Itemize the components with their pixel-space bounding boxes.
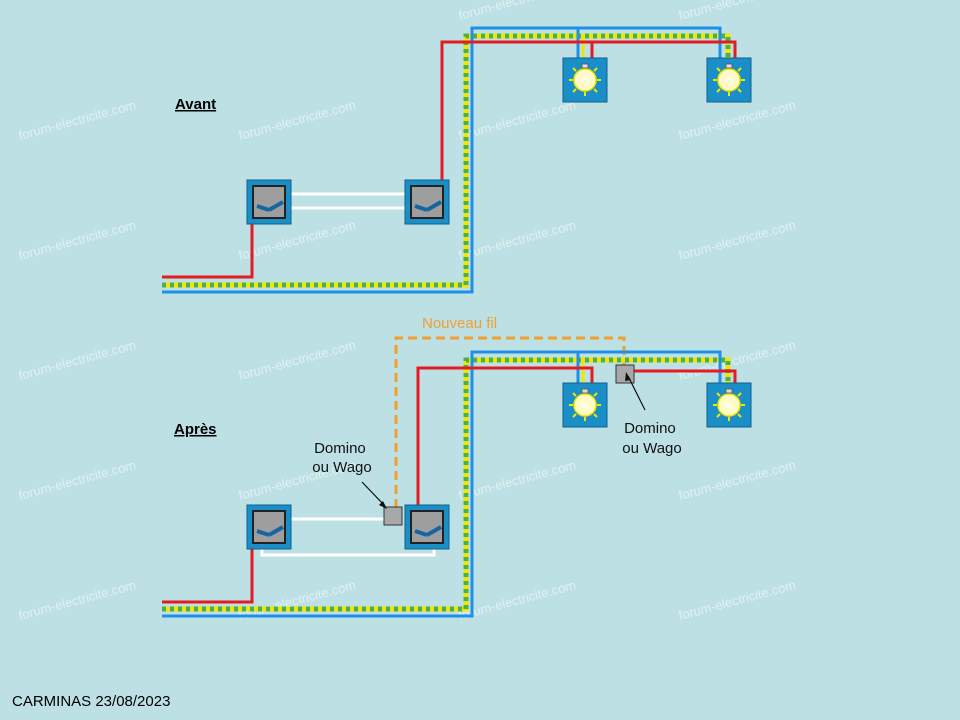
lamp-feed-wire-before <box>440 40 737 200</box>
switch-icon <box>403 178 451 226</box>
callout-arrow-left <box>361 481 386 507</box>
callout-arrow-right <box>627 375 646 411</box>
connector-block-icon <box>615 364 635 384</box>
earth-wire-after-stripe <box>162 357 731 612</box>
connector-block-icon <box>383 506 403 526</box>
domino-label-left-line1: Domino <box>314 440 366 457</box>
callout-arrowhead-left <box>379 501 387 509</box>
domino-label-left-line2: ou Wago <box>312 459 371 476</box>
after-heading: Après <box>174 421 217 438</box>
lamp2-feed-wire-after <box>631 369 737 387</box>
lamp-icon <box>562 57 608 103</box>
new-wire-label: Nouveau fil <box>422 315 497 332</box>
lamp-icon <box>562 382 608 428</box>
domino-label-right: Domino ou Wago <box>622 420 681 457</box>
switch-icon <box>245 503 293 551</box>
neutral-wire-after <box>162 350 722 618</box>
before-diagram: Avant <box>162 26 752 294</box>
callout-arrowhead-right <box>625 372 631 381</box>
switch-icon <box>245 178 293 226</box>
neutral-wire-before <box>162 26 722 294</box>
after-diagram: Après Nouveau fil Domino ou Wago Do <box>162 315 752 618</box>
domino-label-right-line1: Domino <box>624 420 676 437</box>
credit-text: CARMINAS 23/08/2023 <box>12 693 170 710</box>
lamp-icon <box>706 57 752 103</box>
switch-icon <box>403 503 451 551</box>
lamp-icon <box>706 382 752 428</box>
domino-label-left: Domino ou Wago <box>312 440 371 476</box>
before-heading: Avant <box>175 96 216 113</box>
earth-wire-before-stripe <box>162 33 731 288</box>
lamp-feed-wire-after <box>416 366 594 522</box>
domino-label-right-line2: ou Wago <box>622 440 681 457</box>
